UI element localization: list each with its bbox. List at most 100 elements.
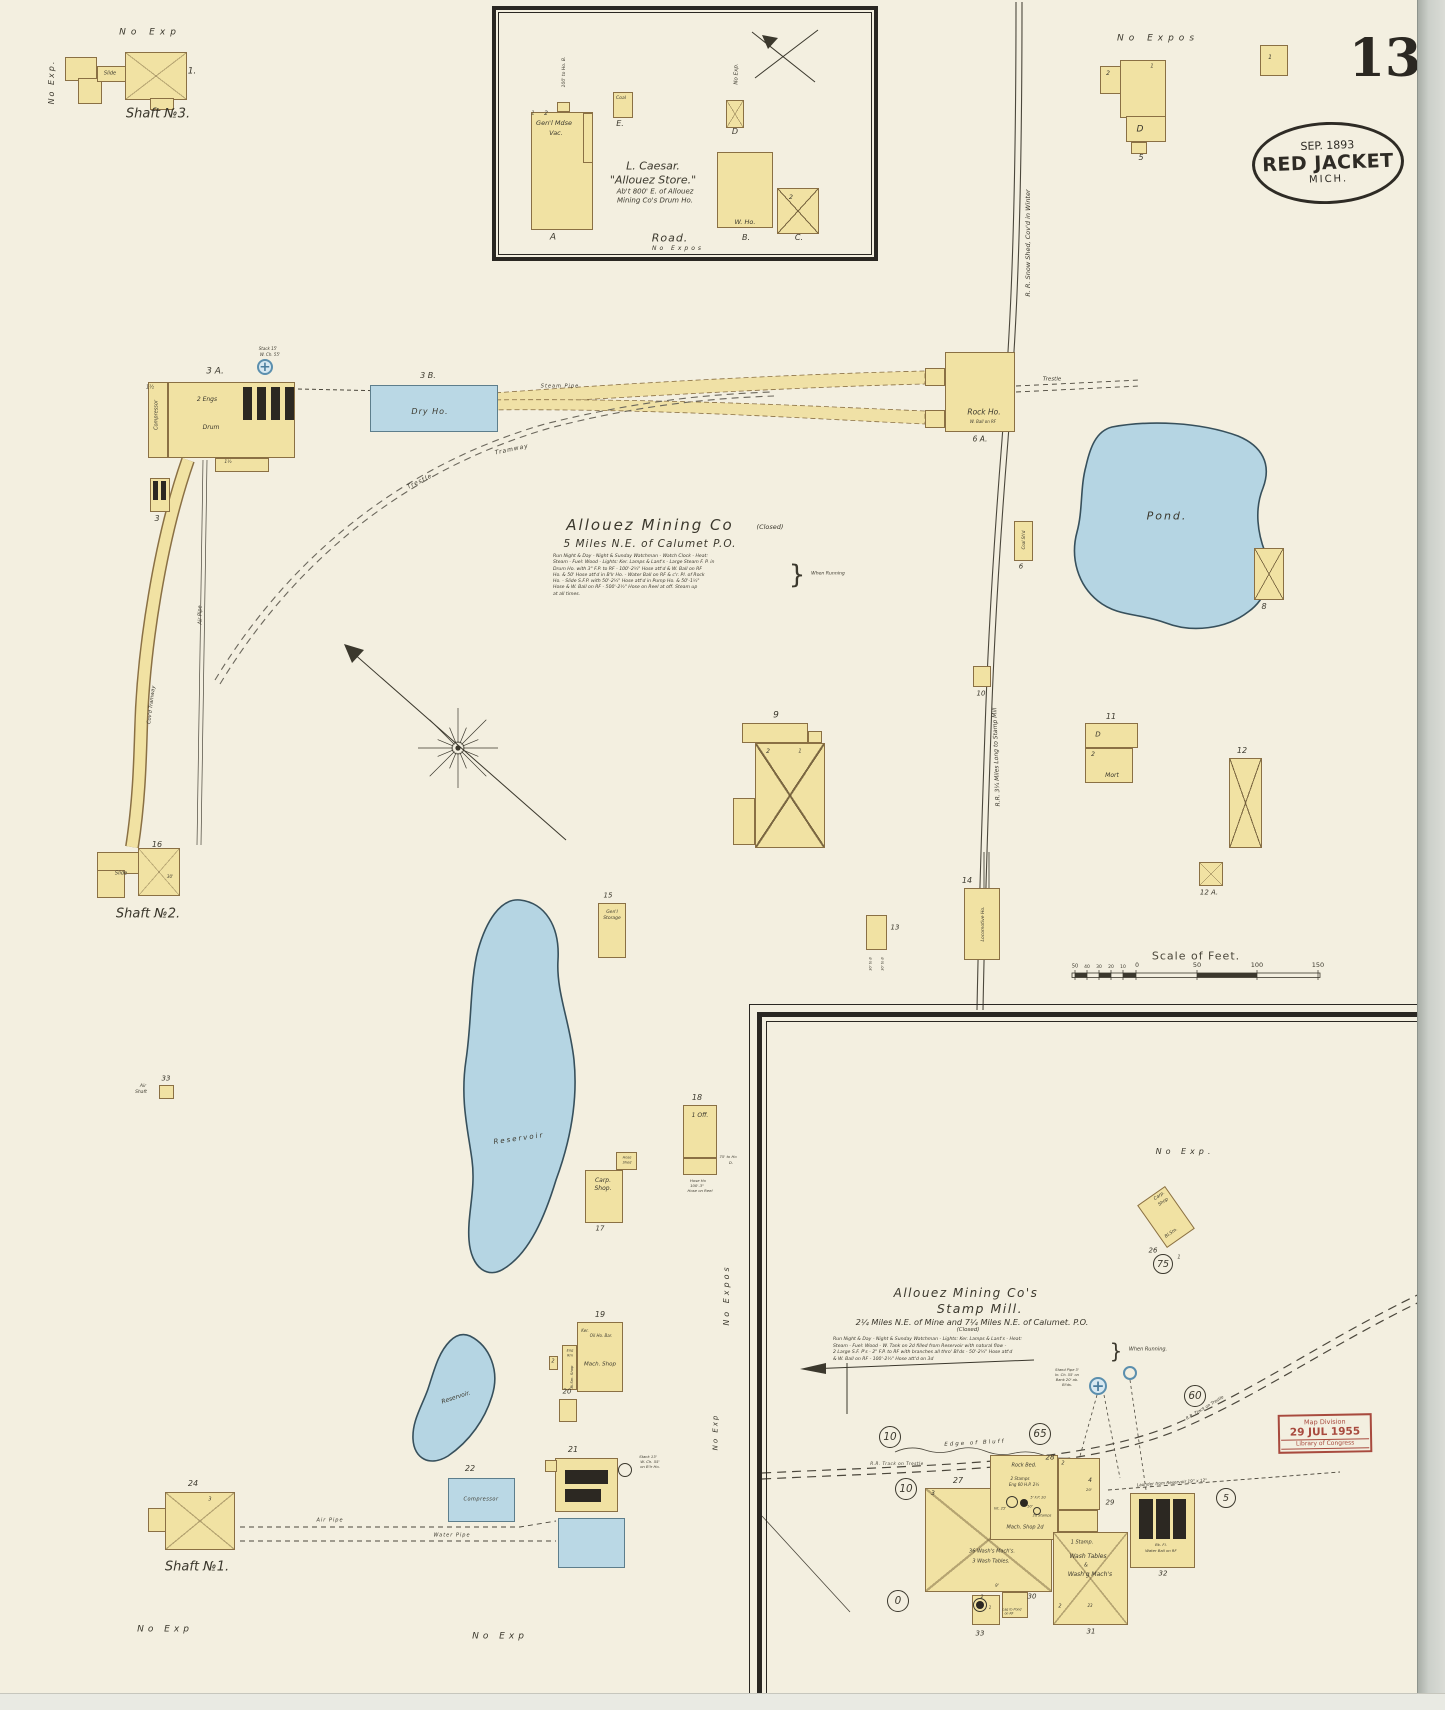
boiler-bar: [153, 481, 158, 500]
store-name: "Allouez Store.": [609, 173, 697, 187]
stack-ring-icon: [1123, 1366, 1137, 1380]
map-label: 13: [890, 923, 900, 932]
building: [777, 188, 819, 234]
stack-ring-icon: [1033, 1507, 1041, 1515]
map-label: Stack 13': [639, 1454, 657, 1460]
building: [1014, 521, 1033, 561]
building: [1260, 45, 1288, 76]
building: [945, 352, 1015, 432]
scale-tick: 50: [1071, 963, 1079, 970]
lc-stamp-line: Library of Congress: [1281, 1438, 1370, 1450]
map-label: 15: [603, 891, 613, 900]
building: [555, 1458, 618, 1512]
boiler-bar: [285, 387, 294, 420]
map-label: Shaft: [135, 1089, 147, 1095]
map-label: Rm: [567, 1353, 573, 1358]
map-label: 1.: [187, 66, 197, 77]
map-label: Int. 25': [993, 1506, 1007, 1511]
map-label: 30': [166, 874, 174, 879]
map-label: Air: [139, 1083, 147, 1089]
rock-house-label: Rock Ho.: [967, 407, 1001, 417]
building: [1002, 1592, 1028, 1618]
map-label: Rock Bed.: [1011, 1462, 1037, 1469]
map-label: on RF: [1004, 1611, 1014, 1616]
elevation-circle: 10: [879, 1426, 901, 1448]
reservoir-water: [463, 899, 576, 1274]
map-label: 12: [1236, 746, 1248, 755]
map-label: C.: [794, 233, 804, 242]
map-label: Lag to Pond: [1002, 1607, 1022, 1612]
map-label: 32: [1158, 1569, 1168, 1578]
building: [1120, 60, 1166, 118]
map-label: Trestle: [1042, 376, 1062, 383]
building: [1100, 66, 1122, 94]
map-label: 1: [1150, 63, 1154, 70]
boiler-bar: [1156, 1499, 1170, 1539]
map-label: No Expos: [651, 245, 705, 252]
map-label: 50': [1027, 1504, 1033, 1509]
map-label: 1 Off.: [691, 1112, 709, 1119]
map-label: 1: [531, 110, 535, 117]
map-label: 1½: [145, 384, 155, 391]
map-label: Ab't 800' E. of Allouez: [616, 187, 694, 196]
map-label: 28: [1045, 1453, 1055, 1462]
map-label: 9: [773, 710, 779, 721]
map-label: Hose on Reel: [687, 1188, 713, 1194]
building: [973, 666, 991, 687]
scale-tick: 150: [1311, 960, 1325, 969]
map-label: Shed: [622, 1160, 632, 1165]
building: [1199, 862, 1223, 886]
map-label: D: [1095, 730, 1101, 739]
map-label: No Exp: [472, 1631, 528, 1642]
shaft-3-label: Shaft №3.: [125, 106, 191, 122]
map-label: Compressor: [153, 399, 160, 431]
map-label: 27: [952, 1476, 964, 1485]
stand-pipe-icon: +: [1089, 1377, 1107, 1395]
building: [1126, 116, 1166, 142]
map-label: Air Pipe: [316, 1517, 344, 1524]
mill-inset-outer-line: [749, 1004, 1419, 1710]
map-label: Coal: [616, 95, 626, 101]
map-label: 5' F.P. 2d: [1030, 1495, 1046, 1500]
map-label: Water Ball on RF: [1145, 1548, 1177, 1554]
building: [1058, 1510, 1098, 1532]
elevation-circle: 5: [1216, 1488, 1236, 1508]
map-label: Bk. Fl.: [1155, 1542, 1167, 1548]
library-of-congress-stamp: Map Division 29 JUL 1955 Library of Cong…: [1277, 1413, 1373, 1454]
map-label: D: [731, 127, 739, 136]
map-label: 16: [151, 840, 163, 849]
elevation-circle: 75: [1153, 1254, 1173, 1274]
inset-compass-arrow: [807, 1359, 1035, 1414]
tramway-curve: [214, 391, 773, 681]
map-label: 2: [1058, 1603, 1062, 1610]
map-label: Bank 20' ab.: [1055, 1378, 1079, 1383]
map-label: Storage: [603, 915, 621, 921]
building: [78, 78, 102, 104]
map-label: Oil Ho. Bar.: [589, 1333, 613, 1338]
map-label: Coal Sh'd: [1021, 530, 1026, 550]
map-label: Air Pipe: [197, 605, 204, 625]
map-label: D.: [728, 1160, 734, 1166]
map-label: Eng 60 H.P. 2½: [1008, 1482, 1040, 1487]
map-label: No Exp.: [1155, 1147, 1215, 1156]
map-label: Steam Pipe: [540, 383, 580, 390]
air-water-pipes: [240, 1520, 557, 1542]
map-label: 3: [208, 1496, 212, 1503]
map-label: Wash Tables: [1069, 1553, 1107, 1560]
map-label: 1 Stamp.: [1070, 1539, 1094, 1546]
map-label: 5: [1138, 153, 1144, 162]
scale-tick: 10: [1120, 964, 1126, 970]
map-label: 30: [1027, 1592, 1037, 1601]
map-label: 20': [1086, 1487, 1092, 1493]
scale-title: Scale of Feet.: [1151, 949, 1241, 963]
building: [1085, 748, 1133, 783]
scale-tick: 50: [1192, 960, 1202, 969]
lc-stamp-date: 29 JUL 1955: [1289, 1425, 1361, 1439]
elevation-circle: 0: [887, 1590, 909, 1612]
map-label: 11: [1105, 712, 1117, 721]
building: [577, 1322, 623, 1392]
map-label: Stack 15': [258, 346, 278, 351]
rr-snow-shed-label: R. R. Snow Shed, Cov'd in Winter: [1023, 189, 1032, 297]
map-label: Carp.: [594, 1177, 612, 1184]
